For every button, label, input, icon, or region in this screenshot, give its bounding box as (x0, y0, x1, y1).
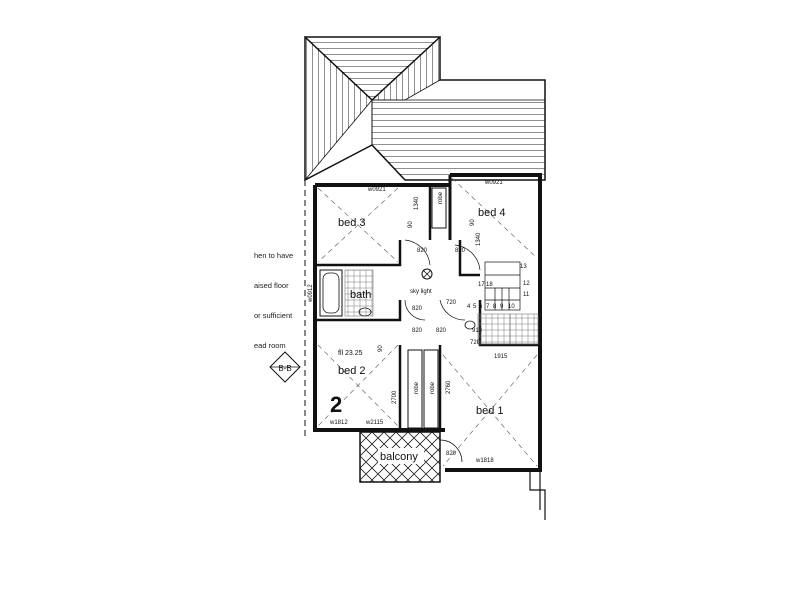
room-label-bed1: bed 1 (476, 405, 504, 417)
window-bed2-side: w1812 (329, 420, 348, 426)
stair-step-number: 10 (508, 304, 515, 310)
unit-number: 2 (330, 392, 342, 417)
dim-bed2-90: 90 (378, 345, 384, 352)
dim-door-bed2: 820 (412, 328, 423, 334)
window-bed4: w0921 (484, 180, 503, 186)
dim-bed3-90: 90 (408, 221, 414, 228)
dim-bed2-width: 2700 (392, 390, 398, 404)
note-line: hen to have (254, 251, 294, 260)
stair-step-number: 4 (467, 304, 471, 310)
bath-fixtures (319, 269, 374, 317)
room-label-balcony: balcony (380, 451, 418, 463)
balcony (359, 431, 441, 483)
bed1-step (529, 470, 546, 520)
dim-bed1-1915: 1915 (494, 354, 508, 360)
room-label-bed2: bed 2 (338, 365, 366, 377)
roof (303, 36, 546, 182)
dim-door-bed4: 820 (455, 248, 466, 254)
stair-step-number: 9 (500, 304, 504, 310)
room-label-bed3: bed 3 (338, 217, 366, 229)
stairs (484, 261, 521, 311)
note-line: or sufficient (254, 311, 293, 320)
interior-walls (315, 185, 540, 430)
room-label-bath: bath (350, 289, 371, 301)
dim-bed1-width: 2760 (446, 380, 452, 394)
room-label-bed4: bed 4 (478, 207, 506, 219)
stair-numbers: 13 12 11 10 9 8 7 6 5 4 17 18 (467, 264, 530, 310)
floor-level: fll 23.25 (338, 350, 363, 357)
robe-label-bed1: robe (430, 381, 436, 394)
window-bed3: w0921 (367, 187, 386, 193)
dim-door-balcony: 820 (446, 451, 457, 457)
stair-step-number: 17 (478, 282, 485, 288)
exterior-walls (304, 173, 542, 472)
window-bath: w0912 (308, 284, 314, 303)
dim-bed3-depth: 1340 (414, 196, 420, 210)
dim-door-bed2b: 820 (436, 328, 447, 334)
dim-door-bed3: 820 (417, 248, 428, 254)
dim-ensuite-720: 720 (470, 340, 481, 346)
section-marker: B-B (269, 351, 301, 383)
room-outline-bed4 (451, 177, 538, 259)
stair-step-number: 18 (486, 282, 493, 288)
room-outline-bed3 (317, 187, 399, 263)
window-bed2-front: w2115 (365, 420, 384, 426)
section-marker-label: B-B (278, 364, 291, 373)
dim-bed4-90: 90 (470, 219, 476, 226)
stair-step-number: 13 (520, 264, 527, 270)
skylight-label: sky light (410, 289, 432, 295)
room-outline-bed2 (317, 344, 399, 427)
dim-door-ensuite: 720 (446, 300, 457, 306)
stair-step-number: 7 (486, 304, 490, 310)
window-bed1: w1818 (475, 458, 494, 464)
stair-step-number: 6 (479, 304, 483, 310)
stair-step-number: 8 (493, 304, 497, 310)
raised-floor-note: hen to have aised floor or sufficient ea… (254, 231, 314, 361)
door-swings (404, 239, 481, 463)
note-line: aised floor (254, 281, 289, 290)
skylight (421, 268, 433, 280)
robe-label-bed2: robe (414, 381, 420, 394)
dim-bed4-depth: 1340 (476, 232, 482, 246)
note-line: ead room (254, 341, 286, 350)
robes (407, 187, 447, 429)
stair-step-number: 11 (523, 292, 530, 298)
room-outline-bed1 (442, 354, 538, 467)
stair-step-number: 12 (523, 281, 530, 287)
robe-label-bed3: robe (438, 191, 444, 204)
dim-door-bath: 820 (412, 306, 423, 312)
dim-ensuite-918: 918 (472, 328, 483, 334)
ensuite-fixtures (464, 313, 539, 345)
stair-step-number: 5 (473, 304, 477, 310)
